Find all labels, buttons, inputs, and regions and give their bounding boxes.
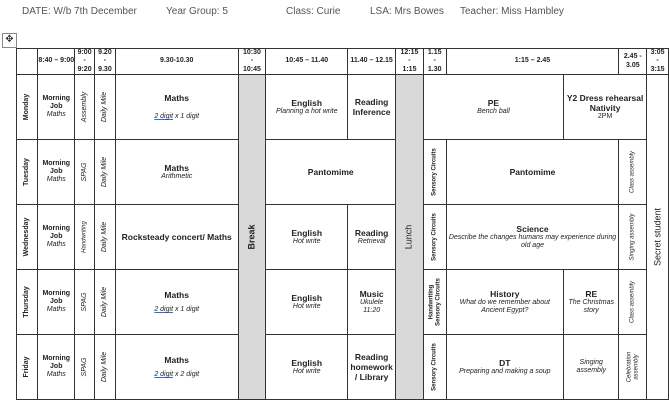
class-label: Class: Curie	[286, 6, 341, 17]
timetable: 8:40 – 9:00 9:00-9:20 9.20-9.30 9.30-10.…	[15, 47, 669, 400]
sensory-circuits-cell: Sensory Circuits	[422, 204, 447, 271]
date-label: DATE: W/b 7th December	[22, 6, 137, 17]
day-label-friday: Friday	[15, 334, 39, 400]
rocksteady-cell: Rocksteady concert/ Maths	[114, 204, 239, 271]
time-row: 8:40 – 9:00 9:00-9:20 9.20-9.30 9.30-10.…	[15, 47, 669, 76]
singing-assembly-cell: Singing assembly	[618, 204, 648, 271]
class-assembly-cell: Class assembly	[618, 269, 648, 336]
reading-cell: Reading Inference	[347, 74, 397, 141]
time-cell: 9:00-9:20	[74, 47, 96, 76]
class-assembly-cell: Class assembly	[618, 139, 648, 206]
daily-mile-cell: Daily Mile	[94, 334, 116, 400]
day-label-wednesday: Wednesday	[15, 204, 39, 271]
day-label-monday: Monday	[15, 74, 39, 141]
spag-cell: SPAG	[74, 269, 96, 336]
time-cell: 10:45 – 11.40	[265, 47, 349, 76]
spag-cell: SPAG	[74, 334, 96, 400]
time-cell: 9.30-10.30	[114, 47, 239, 76]
time-cell: 1.15-1.30	[422, 47, 447, 76]
teacher-label: Teacher: Miss Hambley	[460, 6, 564, 17]
time-cell: 1:15 – 2.45	[445, 47, 620, 76]
time-cell: 12:15-1:15	[395, 47, 424, 76]
time-cell: 2.45 -3.05	[618, 47, 648, 76]
daily-mile-cell: Daily Mile	[94, 269, 116, 336]
year-group-label: Year Group: 5	[166, 6, 228, 17]
table-move-handle-icon[interactable]: ✥	[2, 33, 17, 48]
time-cell: 9.20-9.30	[94, 47, 116, 76]
lsa-label: LSA: Mrs Bowes	[370, 6, 444, 17]
day-label-thursday: Thursday	[15, 269, 39, 336]
singing-assembly-cell: Singing assembly	[563, 334, 620, 400]
sensory-circuits-cell: Sensory Circuits	[422, 139, 447, 206]
document-header: DATE: W/b 7th December Year Group: 5 Cla…	[0, 6, 669, 20]
corner-cell	[15, 47, 39, 76]
pantomime-cell: Pantomime	[445, 139, 620, 206]
spag-cell: SPAG	[74, 139, 96, 206]
day-label-tuesday: Tuesday	[15, 139, 39, 206]
time-cell: 3:05-3:15	[646, 47, 669, 76]
daily-mile-cell: Daily Mile	[94, 204, 116, 271]
lunch-cell: Lunch	[395, 74, 424, 400]
time-cell: 10:30-10:45	[237, 47, 267, 76]
handwriting-cell: Handwriting	[74, 204, 96, 271]
pantomime-cell: Pantomime	[265, 139, 397, 206]
break-cell: Break	[237, 74, 267, 400]
daily-mile-cell: Daily Mile	[94, 139, 116, 206]
sensory-circuits-cell: Sensory Circuits	[422, 334, 447, 400]
time-cell: 8:40 – 9:00	[37, 47, 76, 76]
daily-mile-cell: Daily Mile	[94, 74, 116, 141]
time-cell: 11.40 – 12.15	[347, 47, 397, 76]
secret-student-cell: Secret student	[646, 74, 669, 400]
assembly-cell: Assembly	[74, 74, 96, 141]
